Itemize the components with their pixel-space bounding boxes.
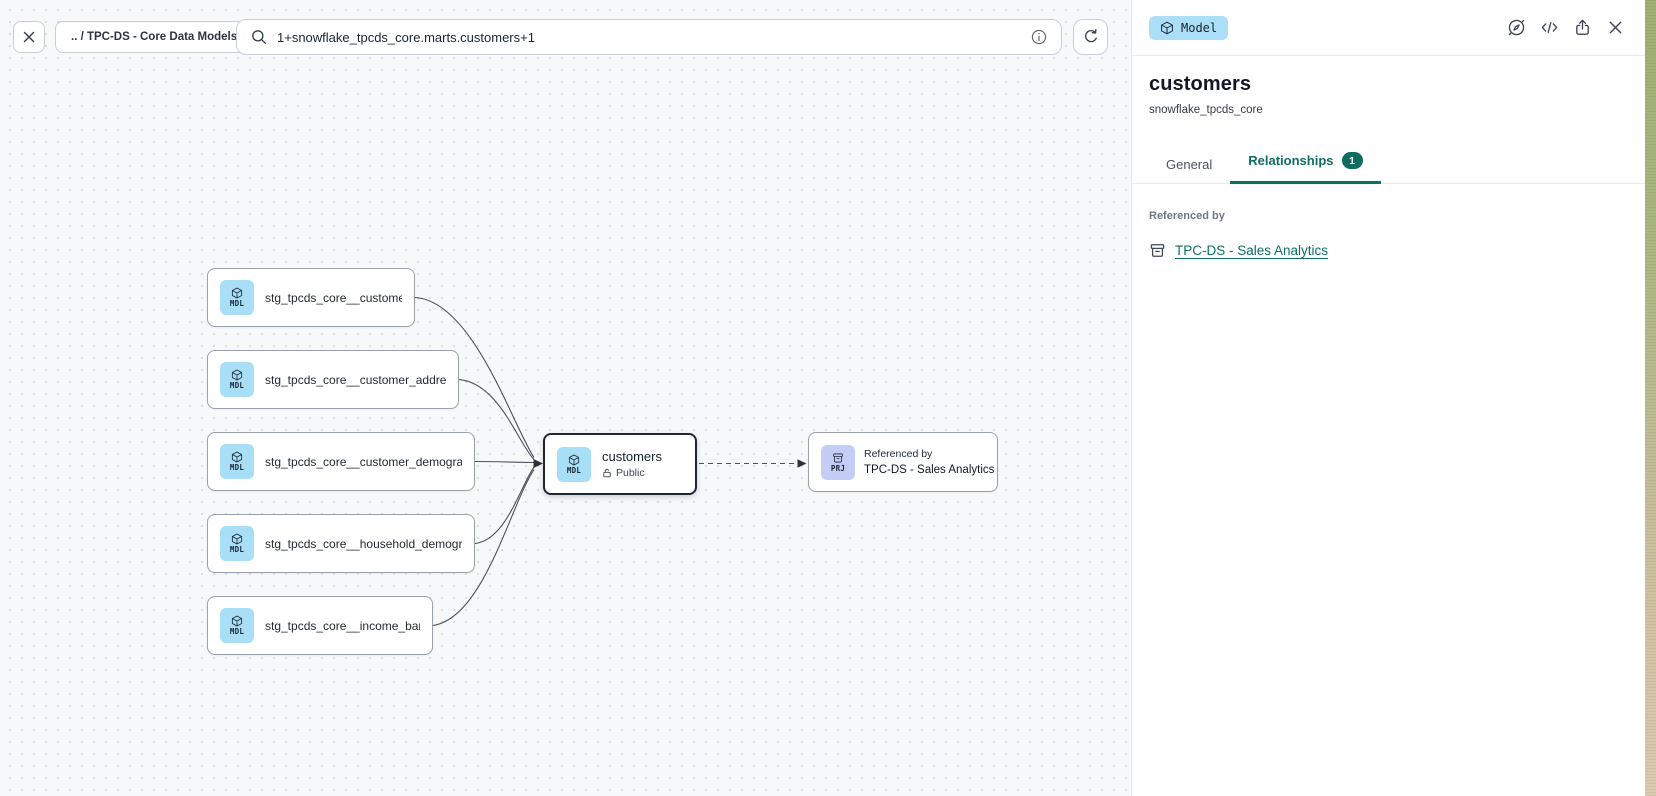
explore-button[interactable] xyxy=(1503,15,1529,41)
share-button[interactable] xyxy=(1569,15,1595,41)
node-stg-tpcds-core-customer-demographics[interactable]: MDL stg_tpcds_core__customer_demogra... xyxy=(207,432,475,491)
title-block: customers snowflake_tpcds_core xyxy=(1132,56,1645,116)
node-label: stg_tpcds_core__customer xyxy=(265,290,402,305)
panel-tabs: General Relationships 1 xyxy=(1132,142,1645,184)
panel-body: Referenced by TPC-DS - Sales Analytics xyxy=(1132,210,1645,264)
node-text-block: customers Public xyxy=(602,449,662,480)
close-panel-button[interactable] xyxy=(1602,15,1628,41)
cube-icon xyxy=(568,454,580,466)
refresh-icon xyxy=(1084,29,1097,43)
node-label: TPC-DS - Sales Analytics xyxy=(864,463,995,476)
lineage-search[interactable] xyxy=(236,19,1062,55)
close-lineage-button[interactable] xyxy=(13,21,45,53)
view-code-button[interactable] xyxy=(1536,15,1562,41)
info-icon[interactable] xyxy=(1030,28,1048,46)
model-chip: MDL xyxy=(220,608,254,643)
share-icon xyxy=(1575,19,1589,35)
archive-icon xyxy=(833,453,843,463)
close-icon xyxy=(1609,21,1621,34)
model-chip: MDL xyxy=(557,446,591,482)
model-chip: MDL xyxy=(220,362,254,397)
cube-icon xyxy=(231,451,243,463)
breadcrumb[interactable]: .. / TPC-DS - Core Data Models xyxy=(55,21,254,53)
node-caption: Referenced by xyxy=(864,448,933,461)
node-label: customers xyxy=(602,448,662,464)
node-stg-tpcds-core-income-band[interactable]: MDL stg_tpcds_core__income_band xyxy=(207,596,433,655)
cube-icon xyxy=(231,287,243,299)
details-panel: Model xyxy=(1131,0,1645,796)
node-label: stg_tpcds_core__customer_address xyxy=(265,372,446,387)
refresh-lineage-button[interactable] xyxy=(1073,19,1108,55)
tab-relationships[interactable]: Relationships 1 xyxy=(1230,142,1381,184)
search-icon xyxy=(252,30,266,44)
reference-link-tpcds-sales-analytics[interactable]: TPC-DS - Sales Analytics xyxy=(1149,242,1328,259)
node-label: stg_tpcds_core__household_demogr... xyxy=(265,536,462,551)
cube-icon xyxy=(1161,21,1173,34)
node-stg-tpcds-core-customer[interactable]: MDL stg_tpcds_core__customer xyxy=(207,268,415,327)
tab-general[interactable]: General xyxy=(1166,157,1213,172)
lock-open-icon xyxy=(603,469,611,478)
model-chip: MDL xyxy=(220,444,254,479)
panel-header: Model xyxy=(1132,0,1645,56)
panel-actions xyxy=(1503,15,1628,41)
referenced-by-label: Referenced by xyxy=(1149,210,1225,222)
node-stg-tpcds-core-customer-address[interactable]: MDL stg_tpcds_core__customer_address xyxy=(207,350,459,409)
node-label: stg_tpcds_core__income_band xyxy=(265,618,420,633)
archive-icon xyxy=(1150,244,1165,257)
page-title: customers xyxy=(1149,73,1252,95)
access-badge: Public xyxy=(602,467,662,479)
code-icon xyxy=(1541,21,1557,34)
node-text-block: Referenced by TPC-DS - Sales Analytics xyxy=(864,448,994,476)
compass-icon xyxy=(1508,19,1524,36)
relationships-count-badge: 1 xyxy=(1341,152,1363,169)
entity-type-badge: Model xyxy=(1149,15,1229,40)
cube-icon xyxy=(231,369,243,381)
close-icon xyxy=(23,31,35,43)
node-stg-tpcds-core-household-demographics[interactable]: MDL stg_tpcds_core__household_demogr... xyxy=(207,514,475,573)
desktop-wallpaper-strip xyxy=(1645,0,1656,796)
model-chip: MDL xyxy=(220,280,254,315)
cube-icon xyxy=(231,615,243,627)
search-input[interactable] xyxy=(277,29,1021,45)
node-customers-selected[interactable]: MDL customers Public xyxy=(543,433,697,495)
cube-icon xyxy=(231,533,243,545)
node-label: stg_tpcds_core__customer_demogra... xyxy=(265,454,462,469)
lineage-canvas[interactable]: .. / TPC-DS - Core Data Models xyxy=(0,0,1131,796)
node-referenced-by-project[interactable]: PRJ Referenced by TPC-DS - Sales Analyti… xyxy=(808,432,998,492)
project-chip: PRJ xyxy=(821,444,855,480)
model-chip: MDL xyxy=(220,526,254,561)
lineage-edges xyxy=(414,296,807,627)
page-subtitle: snowflake_tpcds_core xyxy=(1149,104,1263,116)
